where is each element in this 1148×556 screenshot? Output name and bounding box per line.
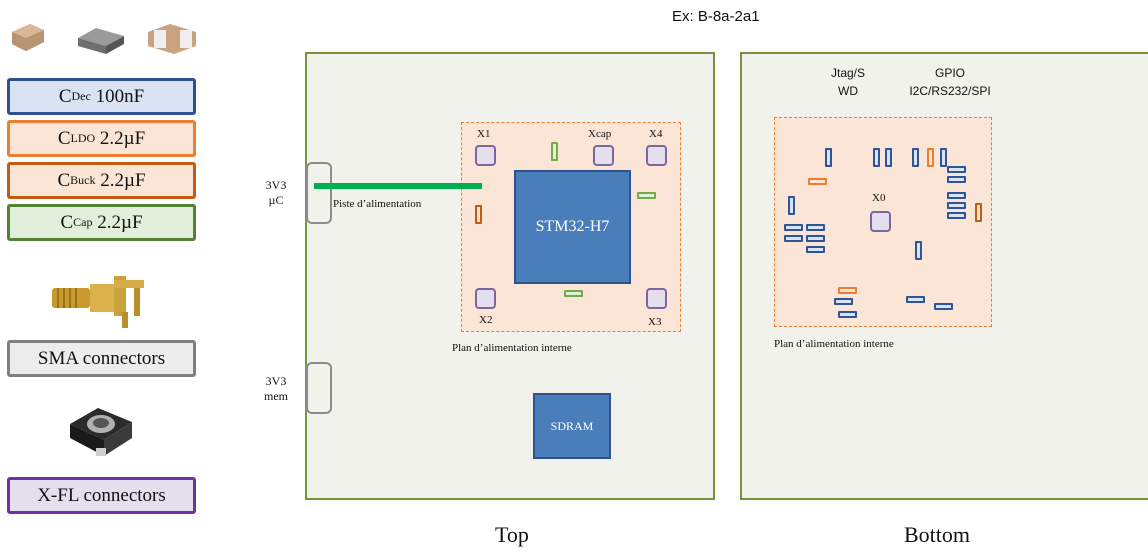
legend-cdec-main: C: [58, 85, 72, 107]
cap-dec-b19: [838, 311, 857, 318]
cap-dec-b11: [947, 202, 966, 209]
cap-dec-b13: [784, 224, 803, 231]
legend-cdec-value: 100nF: [90, 85, 145, 107]
cap-cap-top-1: [551, 142, 558, 161]
cap-cap-top-2: [637, 192, 656, 199]
xfl-connector-icon: [70, 408, 132, 456]
cap-dec-b2: [873, 148, 880, 167]
legend-cbuck-value: 2.2µF: [95, 169, 146, 191]
pad-xcap-label: Xcap: [588, 128, 612, 140]
legend-cdec-sub: Dec: [71, 89, 91, 103]
legend-cbuck-main: C: [57, 169, 71, 191]
stm32-chip: STM32-H7: [514, 170, 631, 284]
cap-dec-b3: [885, 148, 892, 167]
legend-xfl: X-FL connectors: [7, 477, 196, 514]
cap-cap-top-3: [564, 290, 583, 297]
pad-x2: [475, 288, 496, 309]
jtag-label: Jtag/S WD: [818, 64, 878, 100]
capacitor-images-icon: [12, 24, 196, 54]
cap-ldo-b2: [808, 178, 827, 185]
cap-dec-b1: [825, 148, 832, 167]
gpio-label: GPIO I2C/RS232/SPI: [900, 64, 1000, 100]
legend-cldo-value: 2.2µF: [95, 127, 146, 149]
legend-cldo-main: C: [57, 127, 71, 149]
cap-dec-b18: [834, 298, 853, 305]
xfl-connector-image: [62, 398, 142, 473]
gpio-line2: I2C/RS232/SPI: [909, 84, 991, 98]
connector-mem-line1: 3V3: [265, 374, 287, 388]
legend-ccap-main: C: [60, 211, 74, 233]
cap-dec-b9: [947, 176, 966, 183]
legend-cldo-sub: LDO: [70, 131, 96, 145]
power-trace-label: Piste d’alimentation: [333, 198, 422, 210]
stm32-chip-label: STM32-H7: [535, 218, 610, 235]
sdram-chip: SDRAM: [533, 393, 611, 459]
pad-x1-label: X1: [477, 128, 491, 140]
top-plane-label: Plan d’alimentation interne: [452, 342, 572, 354]
bottom-label: Bottom: [904, 522, 971, 547]
cap-dec-b6: [788, 196, 795, 215]
jtag-line2: WD: [838, 84, 858, 98]
cap-dec-b7: [915, 241, 922, 260]
cap-dec-b4: [912, 148, 919, 167]
legend-cbuck-sub: Buck: [70, 173, 96, 187]
pad-x0: [870, 211, 891, 232]
cap-dec-b14: [784, 235, 803, 242]
cap-dec-b12: [947, 212, 966, 219]
connector-uc-line1: 3V3: [265, 178, 287, 192]
pad-x2-label: X2: [479, 314, 493, 326]
connector-3v3-mem-label: 3V3 mem: [256, 374, 296, 404]
jtag-line1: Jtag/S: [830, 66, 866, 80]
legend-sma: SMA connectors: [7, 340, 196, 377]
gpio-line1: GPIO: [934, 66, 965, 80]
pad-x4-label: X4: [649, 128, 663, 140]
legend-ccap-sub: Cap: [73, 215, 93, 229]
connector-3v3-uc-label: 3V3 µC: [256, 178, 296, 208]
cap-dec-b20: [906, 296, 925, 303]
pad-xcap: [593, 145, 614, 166]
pad-x0-label: X0: [872, 192, 886, 204]
sma-connector-image: [48, 268, 148, 338]
cap-dec-b16: [806, 235, 825, 242]
cap-dec-b17: [806, 246, 825, 253]
power-trace: [314, 183, 482, 189]
bottom-plane-label: Plan d’alimentation interne: [774, 338, 894, 350]
connector-mem-line2: mem: [264, 389, 288, 403]
cap-dec-b10: [947, 192, 966, 199]
connector-uc-line2: µC: [268, 193, 284, 207]
cap-ldo-b3: [838, 287, 857, 294]
pad-x1: [475, 145, 496, 166]
cap-buck-top-1: [475, 205, 482, 224]
top-label: Top: [495, 522, 529, 547]
connector-3v3-mem: [306, 362, 332, 414]
legend-ccap-value: 2.2µF: [92, 211, 143, 233]
legend-component-images: [8, 18, 198, 58]
cap-dec-b15: [806, 224, 825, 231]
pad-x3-label: X3: [648, 316, 662, 328]
cap-buck-b1: [975, 203, 982, 222]
cap-dec-b5: [940, 148, 947, 167]
cap-dec-b8: [947, 166, 966, 173]
pad-x4: [646, 145, 667, 166]
sdram-chip-label: SDRAM: [550, 418, 594, 433]
cap-ldo-b1: [927, 148, 934, 167]
example-label: Ex: B-8a-2a1: [672, 8, 760, 25]
cap-dec-b21: [934, 303, 953, 310]
sma-connector-icon: [52, 276, 144, 328]
pad-x3: [646, 288, 667, 309]
connector-3v3-uc: [306, 162, 332, 224]
